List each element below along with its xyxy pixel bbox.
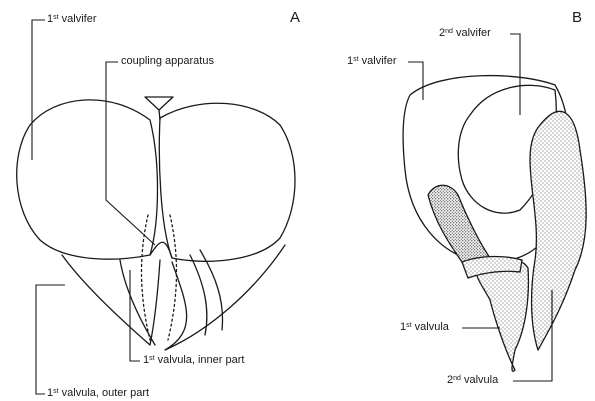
label-b-valvula2: 2nd valvula [447,374,498,387]
leader-a-outer [36,285,65,394]
leader-a-valvifer1 [32,20,45,160]
a-left-outer-valvula [62,255,160,345]
a-right-valvifer-outline [159,103,295,261]
label-b-valvula1: 1st valvula [400,321,449,334]
a-dashed-right [168,215,177,340]
panel-a-leaders [32,20,155,394]
label-a-valvifer1: 1st valvifer [47,13,96,26]
a-center-line [159,110,160,120]
label-a-coupling: coupling apparatus [121,55,214,68]
b-valvula2-shape [530,111,586,350]
label-a-valvula-inner: 1st valvula, inner part [143,354,244,367]
panel-letter-b: B [572,10,582,26]
a-coupling-line [150,242,172,258]
b-valvula1-shape [475,258,528,371]
a-inner-part-left [120,260,155,345]
label-b-valvifer2: 2nd valvifer [439,27,491,40]
a-inner-part-right [190,255,207,335]
label-a-valvula-outer: 1st valvula, outer part [47,387,149,400]
label-b-valvifer1: 1st valvifer [347,55,396,68]
leader-b-valvifer2 [510,34,520,115]
panel-letter-a: A [290,10,300,26]
panel-a-drawing [17,97,295,350]
b-valvula1-upper [428,185,490,266]
a-top-triangle [145,97,173,110]
leader-a-coupling [106,62,155,245]
a-left-valvifer-outline [17,100,158,259]
